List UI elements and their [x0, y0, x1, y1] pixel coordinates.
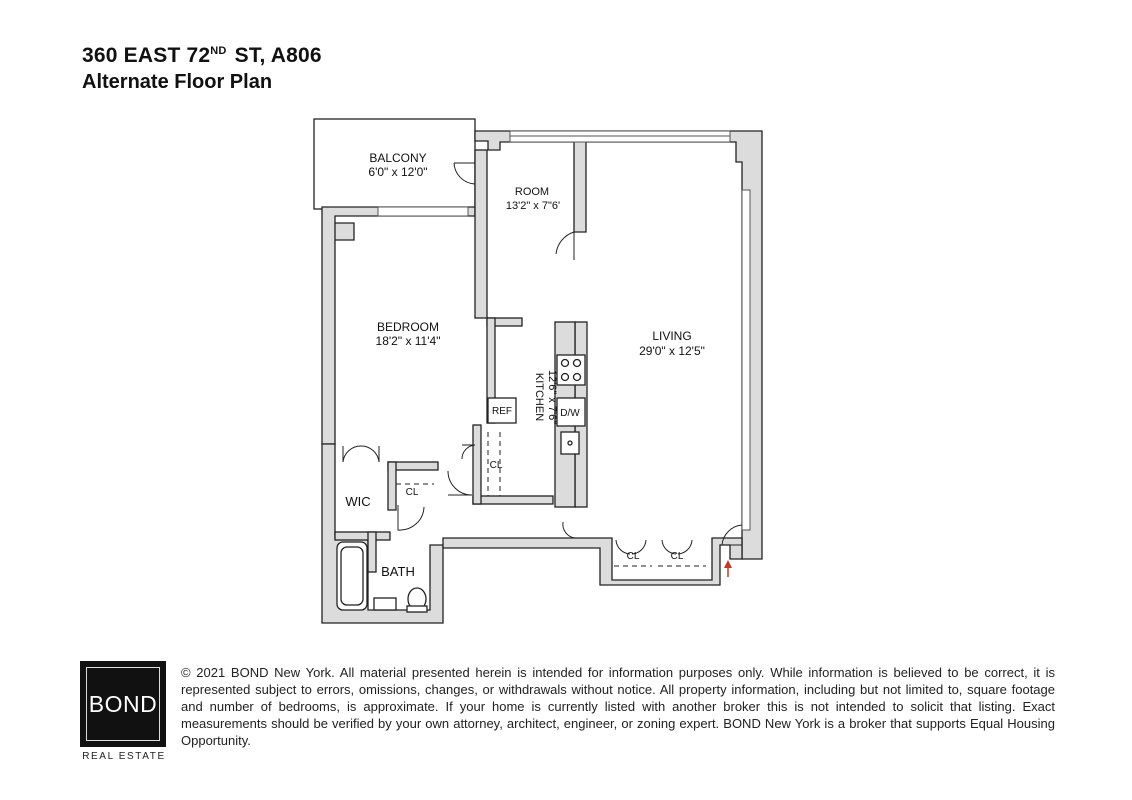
kitchen-lower-wall: [472, 495, 554, 505]
floor-plan: BALCONY 6'0" x 12'0" ROOM 13'2" x 7"6' B…: [313, 118, 763, 624]
room-label: ROOM: [515, 186, 549, 198]
window-bedroom: [377, 206, 469, 217]
room-dims: 13'2" x 7"6': [506, 200, 560, 212]
bathtub-inner: [340, 546, 364, 606]
wic-bottom-wall: [334, 531, 391, 541]
bond-logo: BOND: [80, 661, 166, 747]
plan-header: 360 EAST 72ND ST, A806 Alternate Floor P…: [82, 38, 322, 96]
bedroom-label: BEDROOM: [377, 320, 439, 334]
door-entry: [720, 524, 743, 546]
dw-label: D/W: [560, 408, 580, 419]
door-room: [555, 231, 575, 260]
disclaimer-text: © 2021 BOND New York. All material prese…: [181, 665, 1055, 748]
burner-2: [572, 358, 582, 368]
door-wic: [342, 445, 380, 463]
door-hall-closet: [461, 444, 476, 460]
plan-subtitle: Alternate Floor Plan: [82, 71, 273, 93]
dishwasher: [556, 397, 586, 427]
living-label: LIVING: [652, 329, 691, 343]
bedroom-divider-wall: [474, 149, 488, 319]
address-prefix: 360 EAST 72: [82, 44, 211, 67]
kitchen-dims: 12'6" x 7'6": [546, 370, 558, 424]
living-bottom-wall: [442, 537, 743, 586]
hall-closet-label: CL: [490, 460, 503, 471]
bathtub: [336, 541, 368, 611]
burner-1: [560, 358, 570, 368]
bedroom-dims: 18'2" x 11'4": [376, 334, 441, 348]
logo-text: BOND: [86, 667, 160, 741]
bath-left-wall: [367, 531, 377, 573]
door-living: [562, 521, 576, 539]
refrigerator: [487, 397, 517, 424]
sink: [560, 431, 580, 455]
entry-arrow: [724, 560, 732, 577]
stove: [556, 354, 586, 386]
kitchen-side-wall: [472, 424, 482, 505]
toilet-tank: [406, 605, 428, 613]
door-closet: [447, 470, 473, 496]
window-living: [741, 189, 751, 531]
balcony-dims: 6'0" x 12'0": [368, 165, 427, 179]
door-bath: [397, 505, 425, 531]
address-title: 360 EAST 72ND ST, A806: [82, 38, 322, 69]
cl2-label: CL: [671, 551, 684, 562]
cl1-label: CL: [627, 551, 640, 562]
address-superscript: ND: [210, 45, 227, 57]
top-wall: [474, 130, 763, 560]
bath-label: BATH: [381, 564, 415, 579]
door-cl-2: [661, 539, 693, 555]
living-dims: 29'0" x 12'5": [639, 344, 705, 358]
logo-subtitle: REAL ESTATE: [82, 751, 166, 762]
drain: [567, 440, 573, 446]
ref-label: REF: [492, 406, 512, 417]
address-suffix: ST, A806: [228, 44, 322, 67]
vanity: [373, 597, 397, 611]
balcony-label: BALCONY: [369, 151, 426, 165]
closet-side-wall: [387, 461, 397, 511]
burner-4: [572, 372, 582, 382]
closet-label: CL: [406, 487, 419, 498]
door-cl-1: [615, 539, 647, 555]
door-balcony: [453, 162, 476, 185]
kitchen-label: KITCHEN: [533, 373, 545, 421]
wic-label: WIC: [345, 494, 370, 509]
burner-3: [560, 372, 570, 382]
